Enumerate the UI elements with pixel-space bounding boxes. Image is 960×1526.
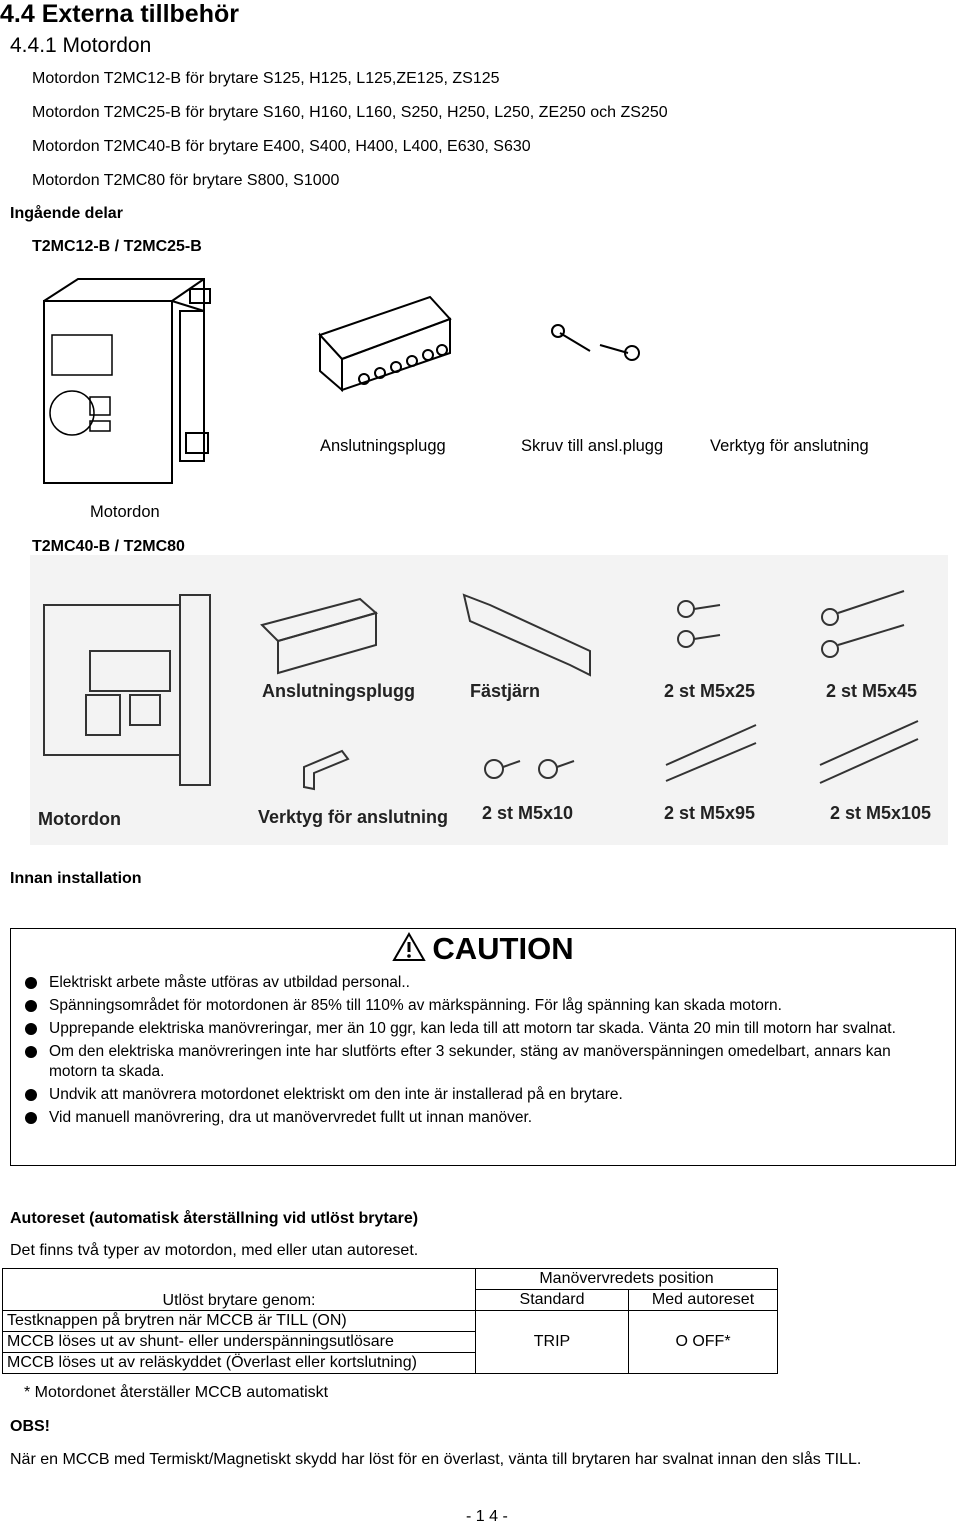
table-row: Testknappen på brytren när MCCB är TILL … [2,1310,476,1332]
photo-caption-m5x45: 2 st M5x45 [826,681,917,701]
group1-title: T2MC12-B / T2MC25-B [32,238,202,255]
connection-plug-drawing [318,295,452,393]
bullet-icon [25,1000,37,1012]
obs-label: OBS! [10,1418,50,1435]
model-line: Motordon T2MC12-B för brytare S125, H125… [32,70,500,87]
page-number: - 1 4 - [466,1508,508,1525]
photo-caption-m5x25: 2 st M5x25 [664,681,755,701]
screws-photo [484,590,919,784]
value-standard: TRIP [475,1310,629,1374]
screw-drawing [551,324,640,361]
caution-title: CAUTION [11,931,955,967]
table-row: MCCB löses ut av shunt- eller underspänn… [2,1331,476,1353]
col1-header: Utlöst brytare genom: [2,1268,476,1311]
model-line: Motordon T2MC40-B för brytare E400, S400… [32,138,531,155]
photo-caption-m5x95: 2 st M5x95 [664,803,755,823]
obs-text: När en MCCB med Termiskt/Magnetiskt skyd… [10,1451,862,1468]
group-header: Manövervredets position [475,1268,778,1290]
caution-title-text: CAUTION [432,931,574,966]
before-install-heading: Innan installation [10,870,142,887]
parts-heading: Ingående delar [10,205,123,222]
group1-illustration [43,278,640,484]
caption-tool: Verktyg för anslutning [710,437,869,455]
table-row: MCCB löses ut av reläskyddet (Överlast e… [2,1352,476,1374]
bullet-icon [25,1089,37,1101]
footnote: * Motordonet återställer MCCB automatisk… [24,1384,329,1401]
bullet-icon [25,1023,37,1035]
group2-photo: Anslutningsplugg Fästjärn 2 st M5x25 2 s… [30,555,948,845]
sub-header-standard: Standard [475,1289,629,1311]
photo-caption-plug: Anslutningsplugg [262,681,415,701]
caution-box: CAUTION Elektriskt arbete måste utföras … [10,928,956,1166]
value-autoreset: O OFF* [628,1310,778,1374]
section-heading: 4.4 Externa tillbehör [0,0,239,28]
warning-icon [392,931,427,961]
photo-caption-m5x10: 2 st M5x10 [482,803,573,823]
bullet-icon [25,977,37,989]
group2-title: T2MC40-B / T2MC80 [32,538,185,555]
caution-item: Elektriskt arbete måste utföras av utbil… [21,973,941,993]
motor-operator-drawing [43,278,211,484]
photo-caption-motor: Motordon [38,809,121,829]
sub-header-autoreset: Med autoreset [628,1289,778,1311]
bullet-icon [25,1046,37,1058]
plug-photo [260,597,379,675]
model-line: Motordon T2MC80 för brytare S800, S1000 [32,172,340,189]
photo-caption-tool: Verktyg för anslutning [258,807,448,827]
caution-list: Elektriskt arbete måste utföras av utbil… [21,973,941,1131]
motor-operator-photo [43,594,211,786]
photo-caption-m5x105: 2 st M5x105 [830,803,931,823]
photo-caption-bracket: Fästjärn [470,681,540,701]
caption-plug: Anslutningsplugg [320,437,446,455]
model-line: Motordon T2MC25-B för brytare S160, H160… [32,104,668,121]
caption-motor: Motordon [90,503,160,521]
autoreset-intro: Det finns två typer av motordon, med ell… [10,1242,419,1259]
bracket-photo [462,593,591,677]
autoreset-heading: Autoreset (automatisk återställning vid … [10,1210,419,1227]
caution-item: Vid manuell manövrering, dra ut manöverv… [21,1108,941,1128]
caution-item: Om den elektriska manövreringen inte har… [21,1042,941,1082]
caution-item: Undvik att manövrera motordonet elektris… [21,1085,941,1105]
caption-screw: Skruv till ansl.plugg [521,437,664,455]
caution-item: Upprepande elektriska manövreringar, mer… [21,1019,941,1039]
tool-photo [303,749,350,791]
bullet-icon [25,1112,37,1124]
autoreset-table: Utlöst brytare genom: Manövervredets pos… [2,1268,778,1374]
caution-item: Spänningsområdet för motordonen är 85% t… [21,996,941,1016]
subsection-heading: 4.4.1 Motordon [10,34,152,57]
